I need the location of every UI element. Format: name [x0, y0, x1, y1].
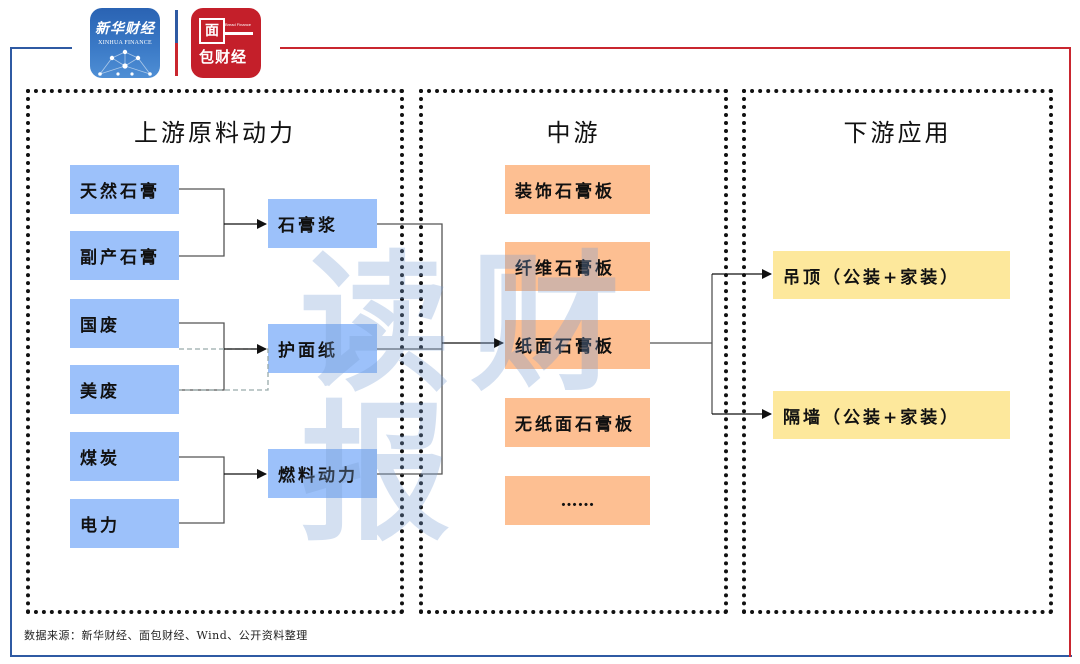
node-natural-gypsum: 天然石膏 — [70, 165, 179, 214]
midstream-section — [419, 89, 728, 614]
upstream-section — [26, 89, 404, 614]
node-partition-wall-application: 隔墙（公装+家装） — [773, 391, 1010, 439]
node-decorative-gypsum-board: 装饰石膏板 — [505, 165, 650, 214]
connector-coal — [179, 456, 225, 524]
connector-domestic-waste — [179, 322, 225, 391]
node-gypsum-slurry: 石膏浆 — [268, 199, 377, 248]
frame-border-right-top — [280, 47, 1070, 49]
node-electricity: 电力 — [70, 499, 179, 548]
bread-logo-cn: 包财经 — [199, 48, 248, 66]
node-ceiling-application: 吊顶（公装+家装） — [773, 251, 1010, 299]
connector-natural-gypsum — [179, 188, 225, 224]
node-us-waste-paper: 美废 — [70, 365, 179, 414]
frame-border-left-top — [10, 47, 72, 49]
node-byproduct-gypsum: 副产石膏 — [70, 231, 179, 280]
network-globe-icon — [98, 49, 152, 76]
node-fiber-gypsum-board: 纤维石膏板 — [505, 242, 650, 291]
node-fuel-power: 燃料动力 — [268, 449, 377, 498]
bread-logo-en: Bread Finance — [225, 22, 252, 27]
xinhua-logo-cn: 新华财经 — [95, 21, 155, 37]
bread-finance-logo: 面 Bread Finance 包财经 — [191, 8, 261, 78]
downstream-title: 下游应用 — [843, 119, 952, 147]
xinhua-finance-logo: 新华财经 XINHUA FINANCE — [90, 8, 160, 78]
frame-border-left — [10, 47, 12, 657]
node-facing-paper: 护面纸 — [268, 324, 377, 373]
node-paper-faced-gypsum-board: 纸面石膏板 — [505, 320, 650, 369]
frame-border-bottom — [10, 655, 1072, 657]
xinhua-logo-en: XINHUA FINANCE — [98, 40, 152, 46]
bread-logo-bar — [225, 32, 253, 35]
bread-logo-mark: 面 — [199, 18, 225, 44]
source-note: 数据来源：新华财经、面包财经、Wind、公开资料整理 — [24, 629, 308, 642]
midstream-title: 中游 — [546, 119, 601, 147]
connector-us-waste-dashed — [179, 348, 269, 391]
upstream-title: 上游原料动力 — [134, 119, 296, 147]
node-coal: 煤炭 — [70, 432, 179, 481]
node-more-products: …… — [505, 476, 650, 525]
logo-divider — [175, 10, 178, 76]
connector-byproduct-gypsum — [179, 224, 225, 257]
frame-border-right — [1069, 47, 1071, 657]
node-paperless-gypsum-board: 无纸面石膏板 — [505, 398, 650, 447]
downstream-section — [742, 89, 1053, 614]
node-domestic-waste-paper: 国废 — [70, 299, 179, 348]
